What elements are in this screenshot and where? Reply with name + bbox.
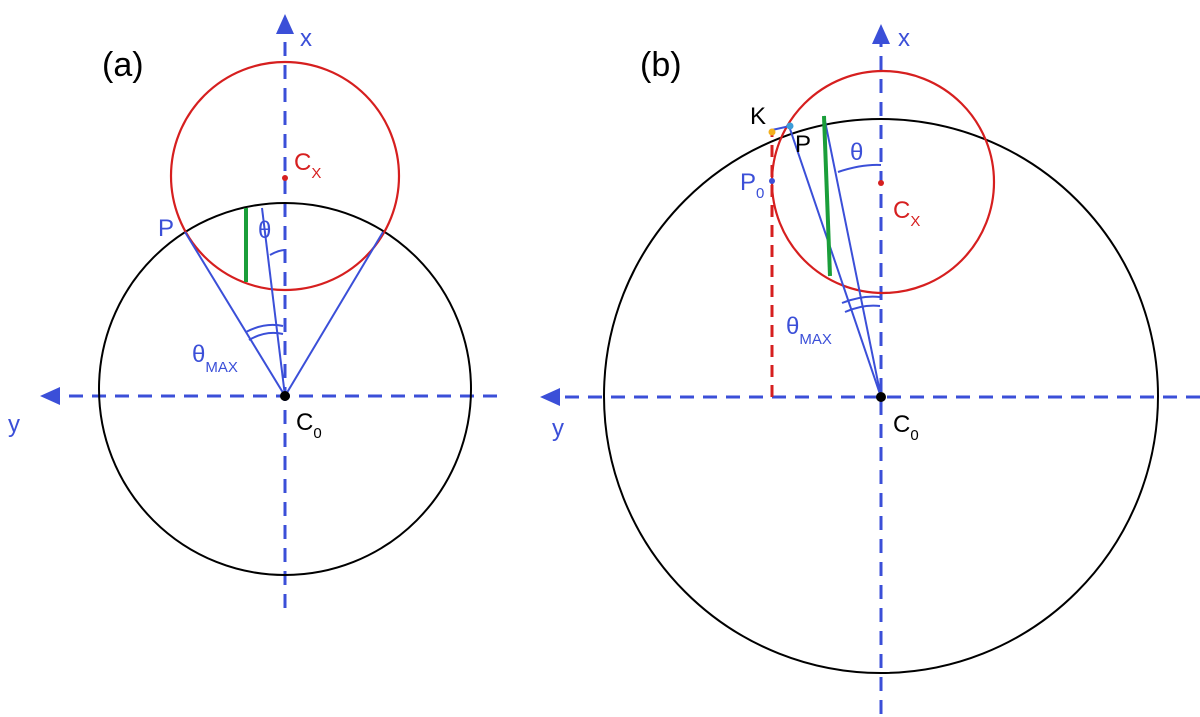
panel-b-green-segment bbox=[822, 115, 832, 277]
panel-b-theta-max-label: θMAX bbox=[786, 313, 832, 348]
panel-a-label: (a) bbox=[102, 46, 144, 84]
panel-b-c0-main: C bbox=[893, 411, 910, 438]
panel-b: (b) x y CX C0 K P P0 θ bbox=[540, 24, 1200, 714]
panel-b-k-point bbox=[768, 128, 776, 136]
panel-a-line-c0-theta bbox=[261, 207, 286, 397]
panel-a-theta-max-arc-1 bbox=[245, 323, 284, 333]
panel-a-y-arrow-icon bbox=[40, 387, 60, 405]
panel-b-p0-label: P0 bbox=[740, 169, 764, 202]
panel-b-p-point bbox=[786, 122, 794, 130]
panel-b-x-arrow-icon bbox=[872, 24, 890, 44]
panel-b-k-label: K bbox=[750, 103, 766, 130]
panel-a-cx-label: CX bbox=[294, 149, 321, 182]
panel-b-x-label: x bbox=[898, 25, 910, 52]
panel-a-theta-max-label: θMAX bbox=[192, 341, 238, 376]
panel-b-line-c0-theta bbox=[823, 115, 882, 398]
panel-a-c0-sub: 0 bbox=[313, 425, 321, 442]
panel-b-theta-label: θ bbox=[850, 139, 863, 166]
panel-b-black-circle bbox=[603, 118, 1159, 674]
panel-b-c0-sub: 0 bbox=[910, 427, 918, 444]
panel-b-cx-point bbox=[878, 180, 884, 186]
panel-a-theta-label: θ bbox=[258, 217, 271, 244]
panel-a: (a) x y CX C0 P θ θMAX bbox=[8, 14, 497, 608]
panel-a-cx-point bbox=[282, 175, 288, 181]
panel-a-c0-main: C bbox=[296, 409, 313, 436]
panel-b-cx-main: C bbox=[893, 197, 910, 224]
panel-a-cx-main: C bbox=[294, 149, 311, 176]
panel-b-p0-point bbox=[769, 178, 775, 184]
panel-b-theta-arc bbox=[837, 163, 882, 173]
panel-b-c0-point bbox=[876, 392, 886, 402]
panel-b-c0-label: C0 bbox=[893, 411, 919, 444]
panel-a-theta-max-main: θ bbox=[192, 341, 205, 368]
panel-b-p0-sub: 0 bbox=[756, 185, 764, 202]
panel-a-x-label: x bbox=[300, 25, 312, 52]
panel-b-cx-label: CX bbox=[893, 197, 920, 230]
panel-a-line-c0-p bbox=[184, 231, 286, 397]
panel-b-p0-main: P bbox=[740, 169, 756, 196]
panel-b-theta-max-main: θ bbox=[786, 313, 799, 340]
panel-b-cx-sub: X bbox=[910, 213, 920, 230]
panel-b-y-label: y bbox=[552, 415, 564, 442]
panel-a-c0-point bbox=[280, 391, 290, 401]
panel-a-line-c0-right bbox=[284, 231, 384, 397]
panel-b-theta-max-arc-2 bbox=[844, 304, 881, 313]
panel-b-line-c0-p bbox=[788, 125, 882, 398]
panel-a-cx-sub: X bbox=[311, 165, 321, 182]
panel-a-x-arrow-icon bbox=[276, 14, 294, 34]
panel-b-p-label: P bbox=[795, 131, 811, 158]
panel-b-y-arrow-icon bbox=[540, 388, 560, 406]
panel-a-theta-arc bbox=[269, 249, 286, 256]
panel-a-p-label: P bbox=[158, 215, 174, 242]
panel-a-theta-max-arc-2 bbox=[248, 331, 284, 341]
panel-b-theta-max-arc-1 bbox=[841, 295, 881, 304]
panel-a-y-label: y bbox=[8, 411, 20, 438]
panel-b-theta-max-sub: MAX bbox=[799, 331, 832, 348]
panel-a-black-circle bbox=[98, 202, 472, 576]
panel-b-label: (b) bbox=[640, 46, 682, 84]
panel-a-theta-max-sub: MAX bbox=[205, 359, 238, 376]
panel-a-c0-label: C0 bbox=[296, 409, 322, 442]
panel-a-red-circle bbox=[169, 60, 401, 292]
